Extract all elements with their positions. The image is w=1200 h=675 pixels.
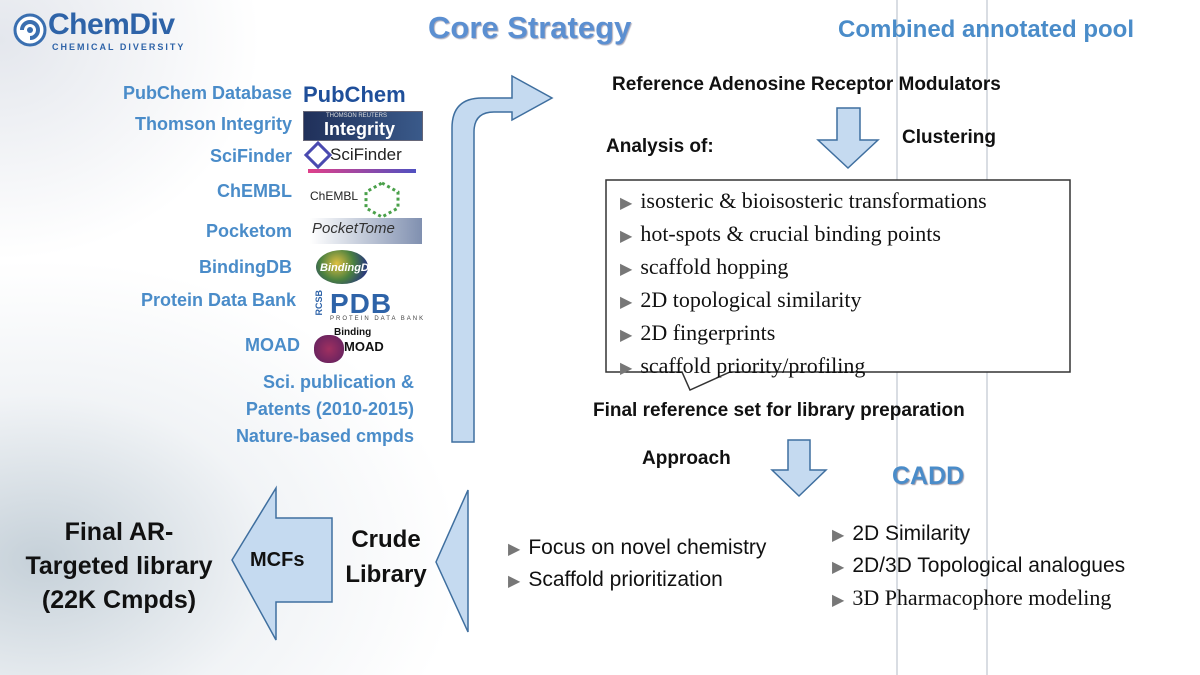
brand-name: ChemDiv — [48, 8, 175, 41]
list-item: ▶2D Similarity — [832, 522, 971, 545]
analysis-list: ▶isosteric & bioisosteric transformation… — [620, 186, 987, 384]
list-item: ▶2D fingerprints — [620, 320, 776, 345]
integrity-logo: THOMSON REUTERS Integrity — [303, 111, 423, 141]
pdb-logo: RCSB PDB PROTEIN DATA BANK — [314, 288, 426, 322]
bullet-icon: ▶ — [620, 360, 633, 377]
cadd-label: CADD — [892, 462, 965, 490]
bullet-icon: ▶ — [620, 294, 633, 311]
clustering-label: Clustering — [902, 127, 996, 148]
bent-arrow — [451, 74, 554, 443]
swirl-star-icon — [13, 13, 47, 47]
bullet-icon: ▶ — [832, 527, 845, 544]
source-label: Pocketom — [205, 221, 292, 241]
chembl-logo: ChEMBL — [310, 180, 410, 218]
source-label: ChEMBL — [217, 181, 292, 201]
hexagon-icon — [364, 181, 400, 218]
bullet-icon: ▶ — [620, 261, 633, 278]
crude-library-label: Crude Library — [345, 526, 427, 588]
extra-source-item: Sci. publication & — [262, 372, 414, 392]
reference-label: Reference Adenosine Receptor Modulators — [612, 74, 1001, 95]
list-item: ▶3D Pharmacophore modeling — [832, 585, 1112, 610]
extra-sources: Sci. publication & Patents (2010-2015) N… — [200, 369, 414, 450]
moad-logo: Binding MOAD — [314, 327, 384, 367]
list-item: ▶Focus on novel chemistry — [508, 536, 767, 559]
down-arrow — [816, 107, 880, 170]
analysis-label: Analysis of: — [606, 136, 714, 157]
scifinder-logo: SciFinder — [303, 140, 418, 173]
bullet-icon: ▶ — [508, 541, 521, 558]
bullet-icon: ▶ — [620, 327, 633, 344]
pockettome-logo: PocketTome — [310, 218, 422, 244]
bullet-icon: ▶ — [620, 228, 633, 245]
mcfs-arrow — [231, 485, 333, 641]
bullet-icon: ▶ — [620, 195, 633, 212]
mcfs-label: MCFs — [250, 549, 305, 571]
source-label: Protein Data Bank — [140, 290, 296, 310]
analysis-box — [605, 179, 1071, 391]
list-item: ▶2D topological similarity — [620, 287, 862, 312]
list-item: ▶Scaffold prioritization — [508, 568, 723, 591]
bindingdb-logo: BindingDB — [316, 250, 377, 284]
source-labels: PubChem Database Thomson Integrity SciFi… — [0, 0, 300, 360]
list-item: ▶2D/3D Topological analogues — [832, 554, 1126, 577]
extra-source-item: Nature-based cmpds — [235, 426, 414, 446]
final-reference-label: Final reference set for library preparat… — [593, 400, 965, 421]
bullet-icon: ▶ — [832, 559, 845, 576]
list-item: ▶hot-spots & crucial binding points — [620, 221, 941, 246]
left-arrow — [435, 489, 469, 633]
source-label: SciFinder — [209, 146, 292, 166]
down-arrow — [770, 439, 828, 498]
bullet-icon: ▶ — [832, 592, 845, 609]
focus-list: ▶Focus on novel chemistry ▶Scaffold prio… — [508, 533, 766, 597]
final-library-label: Final AR- Targeted library (22K Cmpds) — [25, 518, 213, 614]
page-title: Core Strategy — [428, 10, 632, 45]
extra-source-item: Patents (2010-2015) — [245, 399, 414, 419]
approach-label: Approach — [642, 448, 731, 469]
chemdiv-logo: ChemDiv CHEMICAL DIVERSITY — [6, 4, 216, 58]
list-item: ▶scaffold priority/profiling — [620, 353, 866, 378]
source-label: BindingDB — [199, 257, 292, 277]
pubchem-logo: PubChem — [303, 82, 406, 107]
brand-tagline: CHEMICAL DIVERSITY — [52, 42, 186, 52]
source-label: PubChem Database — [122, 83, 292, 103]
list-item: ▶isosteric & bioisosteric transformation… — [620, 188, 987, 213]
page-subtitle: Combined annotated pool — [838, 16, 1134, 43]
list-item: ▶scaffold hopping — [620, 254, 789, 279]
bullet-icon: ▶ — [508, 573, 521, 590]
cadd-list: ▶2D Similarity ▶2D/3D Topological analog… — [832, 519, 1125, 616]
source-label: Thomson Integrity — [135, 114, 292, 134]
source-label: MOAD — [245, 335, 300, 355]
